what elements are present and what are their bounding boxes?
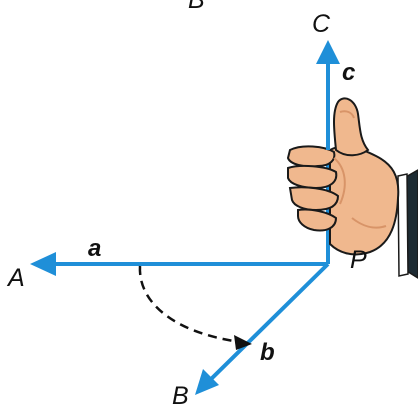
vector-a-label: a: [88, 235, 101, 262]
top-cut-label: B: [188, 0, 205, 14]
rotation-arrow: [138, 265, 241, 344]
point-b-label: B: [172, 382, 189, 410]
point-a-label: A: [6, 264, 25, 292]
vector-c-arrowhead: [316, 40, 340, 64]
rotation-arrowhead: [234, 335, 252, 350]
vector-c-label: c: [342, 59, 355, 86]
thumbs-up-right-hand-icon: [286, 97, 418, 279]
point-c-label: C: [312, 10, 331, 38]
point-p-label: P: [350, 246, 367, 274]
vector-b-arrowhead: [195, 369, 219, 395]
vector-b-label: b: [260, 339, 275, 366]
vector-a-arrowhead: [30, 252, 56, 276]
vector-b-arrow: [202, 262, 330, 388]
